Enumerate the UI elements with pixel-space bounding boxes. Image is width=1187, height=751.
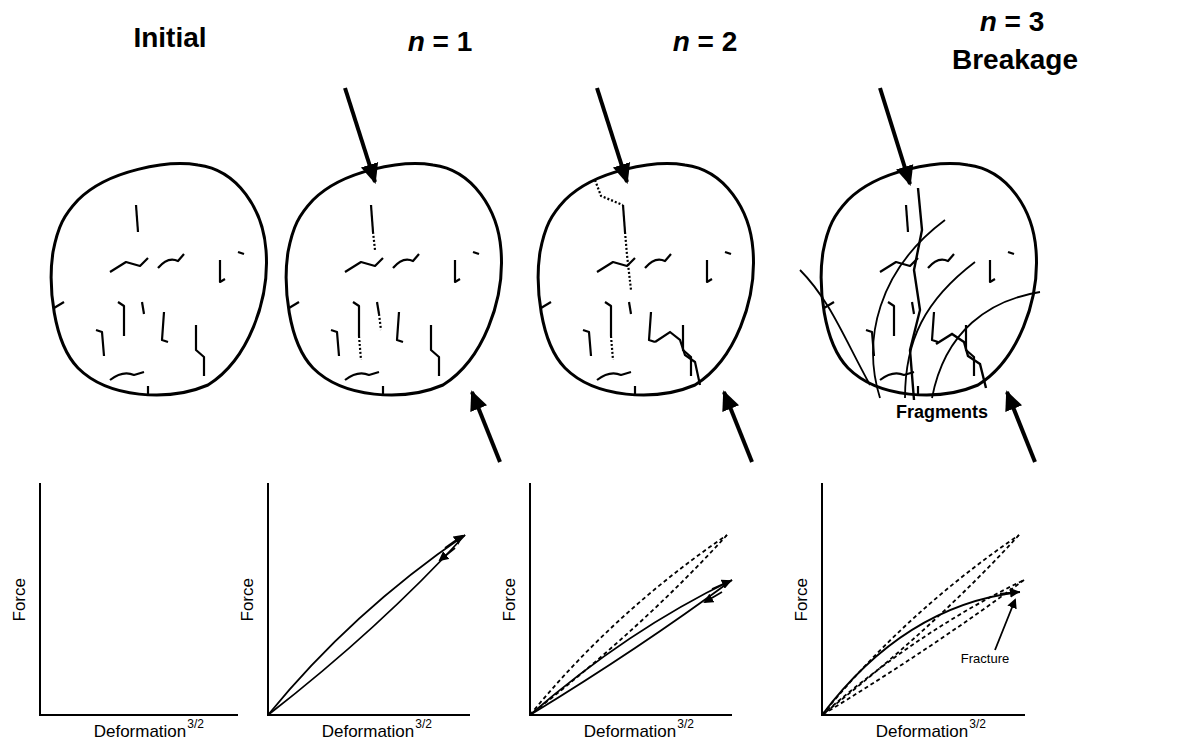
fragment-lines bbox=[800, 220, 1040, 398]
panel-title: n = 2 bbox=[673, 26, 738, 58]
axis-label: Deformation bbox=[584, 722, 677, 742]
axis-exponent: 3/2 bbox=[187, 718, 204, 732]
axis-label: Force bbox=[500, 578, 520, 621]
axis-label: Deformation bbox=[94, 722, 187, 742]
panel-title: n = 1 bbox=[408, 26, 473, 58]
panel-title: n = 3 bbox=[980, 6, 1045, 38]
particle-n2 bbox=[538, 164, 753, 395]
callout-label: Fracture bbox=[959, 652, 1011, 667]
load-arrows bbox=[345, 88, 1035, 462]
axis-exponent: 3/2 bbox=[415, 718, 432, 732]
axis-label: Force bbox=[10, 578, 30, 621]
axis-label: Deformation bbox=[322, 722, 415, 742]
panel-title: Initial bbox=[133, 22, 206, 54]
chart-axes bbox=[40, 483, 1025, 715]
load-curves bbox=[268, 535, 1024, 715]
axis-label: Force bbox=[792, 578, 812, 621]
axis-label: Deformation bbox=[876, 722, 969, 742]
axis-exponent: 3/2 bbox=[969, 718, 986, 732]
particle-breakage bbox=[821, 164, 1036, 400]
axis-label: Force bbox=[238, 578, 258, 621]
axis-exponent: 3/2 bbox=[677, 718, 694, 732]
particle-n1 bbox=[286, 164, 501, 395]
fragments-label: Fragments bbox=[894, 402, 990, 423]
particle-initial bbox=[51, 164, 266, 395]
panel-subtitle: Breakage bbox=[952, 44, 1078, 76]
